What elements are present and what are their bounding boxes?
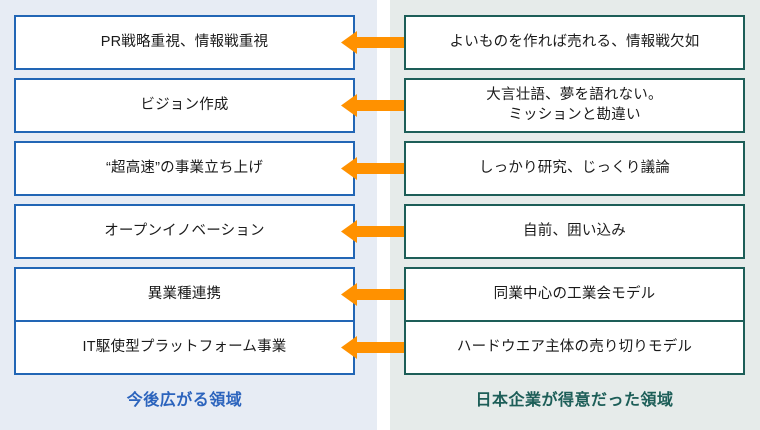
right-column-caption: 日本企業が得意だった領域: [475, 392, 674, 409]
comparison-row: PR戦略重視、情報戦重視 よいものを作れば売れる、情報戦欠如: [0, 15, 760, 70]
comparison-row: IT駆使型プラットフォーム事業 ハードウエア主体の売り切りモデル: [0, 320, 760, 375]
double-arrow-horizontal-icon: [341, 92, 420, 119]
double-arrow-horizontal-icon: [341, 218, 420, 245]
right-item-box[interactable]: しっかり研究、じっくり議論: [404, 141, 745, 196]
double-arrow-horizontal-icon: [341, 334, 420, 361]
left-item-box[interactable]: ビジョン作成: [14, 78, 355, 133]
left-item-box[interactable]: オープンイノベーション: [14, 204, 355, 259]
double-arrow-horizontal-icon: [341, 29, 420, 56]
left-item-label: ビジョン作成: [140, 96, 229, 113]
double-arrow-horizontal-icon: [341, 281, 420, 308]
comparison-row: ビジョン作成 大言壮語、夢を語れない。 ミッションと勘違い: [0, 78, 760, 133]
comparison-row: 異業種連携 同業中心の工業会モデル: [0, 267, 760, 322]
right-item-label: ハードウエア主体の売り切りモデル: [456, 338, 693, 355]
left-item-label: 異業種連携: [147, 285, 222, 302]
left-item-box[interactable]: “超高速”の事業立ち上げ: [14, 141, 355, 196]
left-item-label: “超高速”の事業立ち上げ: [105, 159, 264, 176]
right-item-label: 同業中心の工業会モデル: [493, 285, 656, 302]
right-item-box[interactable]: ハードウエア主体の売り切りモデル: [404, 320, 745, 375]
left-item-label: IT駆使型プラットフォーム事業: [82, 338, 287, 355]
right-item-box[interactable]: よいものを作れば売れる、情報戦欠如: [404, 15, 745, 70]
right-item-label: 大言壮語、夢を語れない。 ミッションと勘違い: [486, 86, 663, 123]
left-item-box[interactable]: IT駆使型プラットフォーム事業: [14, 320, 355, 375]
left-column-caption: 今後広がる領域: [126, 392, 243, 409]
right-item-label: しっかり研究、じっくり議論: [478, 159, 671, 176]
comparison-row: “超高速”の事業立ち上げ しっかり研究、じっくり議論: [0, 141, 760, 196]
right-item-label: よいものを作れば売れる、情報戦欠如: [449, 33, 700, 50]
right-item-label: 自前、囲い込み: [523, 222, 626, 239]
left-item-box[interactable]: 異業種連携: [14, 267, 355, 322]
left-item-label: PR戦略重視、情報戦重視: [100, 33, 269, 50]
right-item-box[interactable]: 大言壮語、夢を語れない。 ミッションと勘違い: [404, 78, 745, 133]
double-arrow-horizontal-icon: [341, 155, 420, 182]
left-item-label: オープンイノベーション: [104, 222, 265, 239]
right-item-box[interactable]: 同業中心の工業会モデル: [404, 267, 745, 322]
right-item-box[interactable]: 自前、囲い込み: [404, 204, 745, 259]
comparison-row: オープンイノベーション 自前、囲い込み: [0, 204, 760, 259]
left-item-box[interactable]: PR戦略重視、情報戦重視: [14, 15, 355, 70]
